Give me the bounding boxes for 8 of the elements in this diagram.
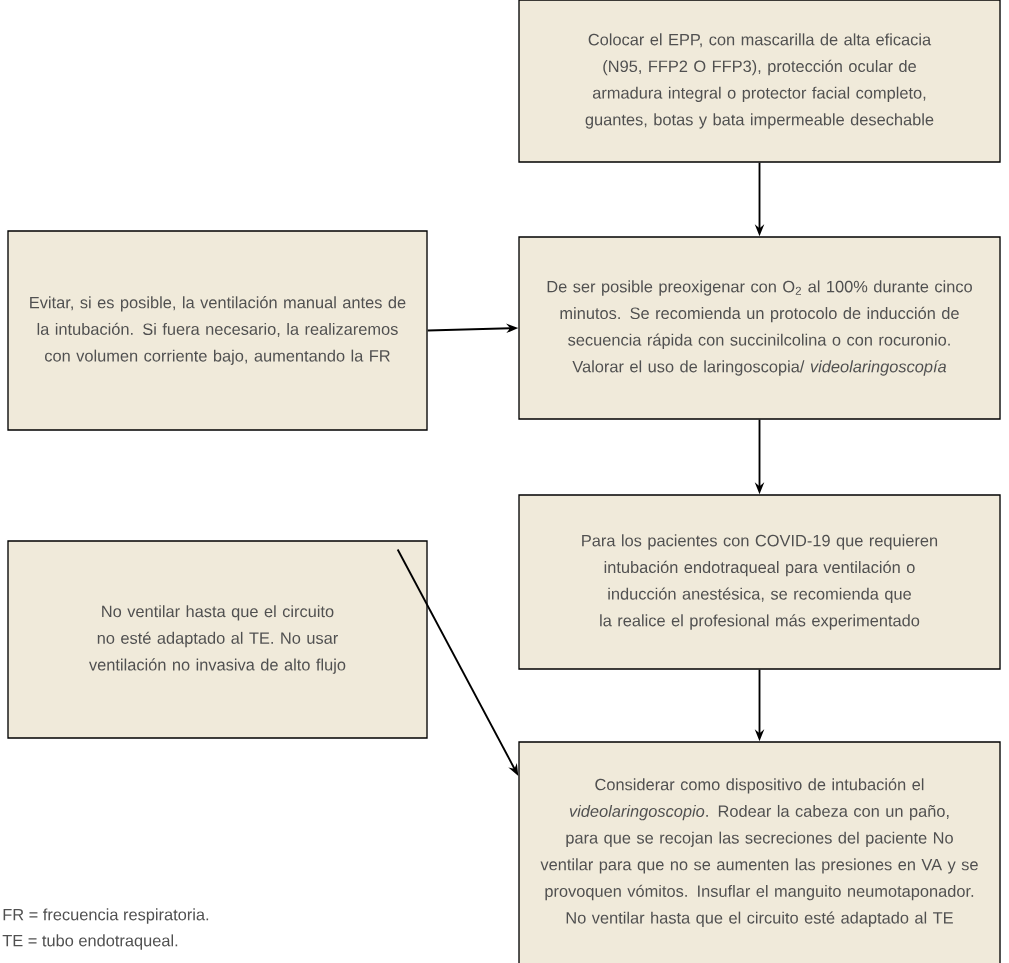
footnote: FR = frecuencia respiratoria. xyxy=(3,908,209,924)
process-box: No ventilar hasta que el circuito no esté adaptado al TE. No usar ventilación no invasiva de alto flujo xyxy=(7,540,428,739)
process-box: Evitar, si es posible, la ventilación manual antes de la intubación. Si fuera necesario, la realizaremos con volumen corriente bajo, aumentando la FR xyxy=(7,230,428,431)
process-box: De ser posible preoxigenar con O$_{2}$ al 100% durante cinco minutos. Se recomienda un protocolo de inducción de secuencia rápida con succinilcolina o con rocuronio. Valorar el uso de laringoscopia/ videolaringoscopía xyxy=(518,236,1001,420)
process-box: Colocar el EPP, con mascarilla de alta eficacia (N95, FFP2 O FFP3), protección ocular de armadura integral o protector facial completo, guantes, botas y bata impermeable desechable xyxy=(518,0,1001,163)
footnote: TE = tubo endotraqueal. xyxy=(2,934,178,950)
process-box: Para los pacientes con COVID-19 que requieren intubación endotraqueal para ventilación o inducción anestésica, se recomienda que la realice el profesional más experimentado xyxy=(518,494,1001,670)
process-box: Considerar como dispositivo de intubación el videolaringoscopio. Rodear la cabeza con un paño, para que se recojan las secreciones del paciente No ventilar para que no se aumenten las presiones en VA y se provoquen vómitos. Insuflar el manguito neumotaponador. No ventilar hasta que el circuito esté adaptado al TE xyxy=(518,741,1001,963)
